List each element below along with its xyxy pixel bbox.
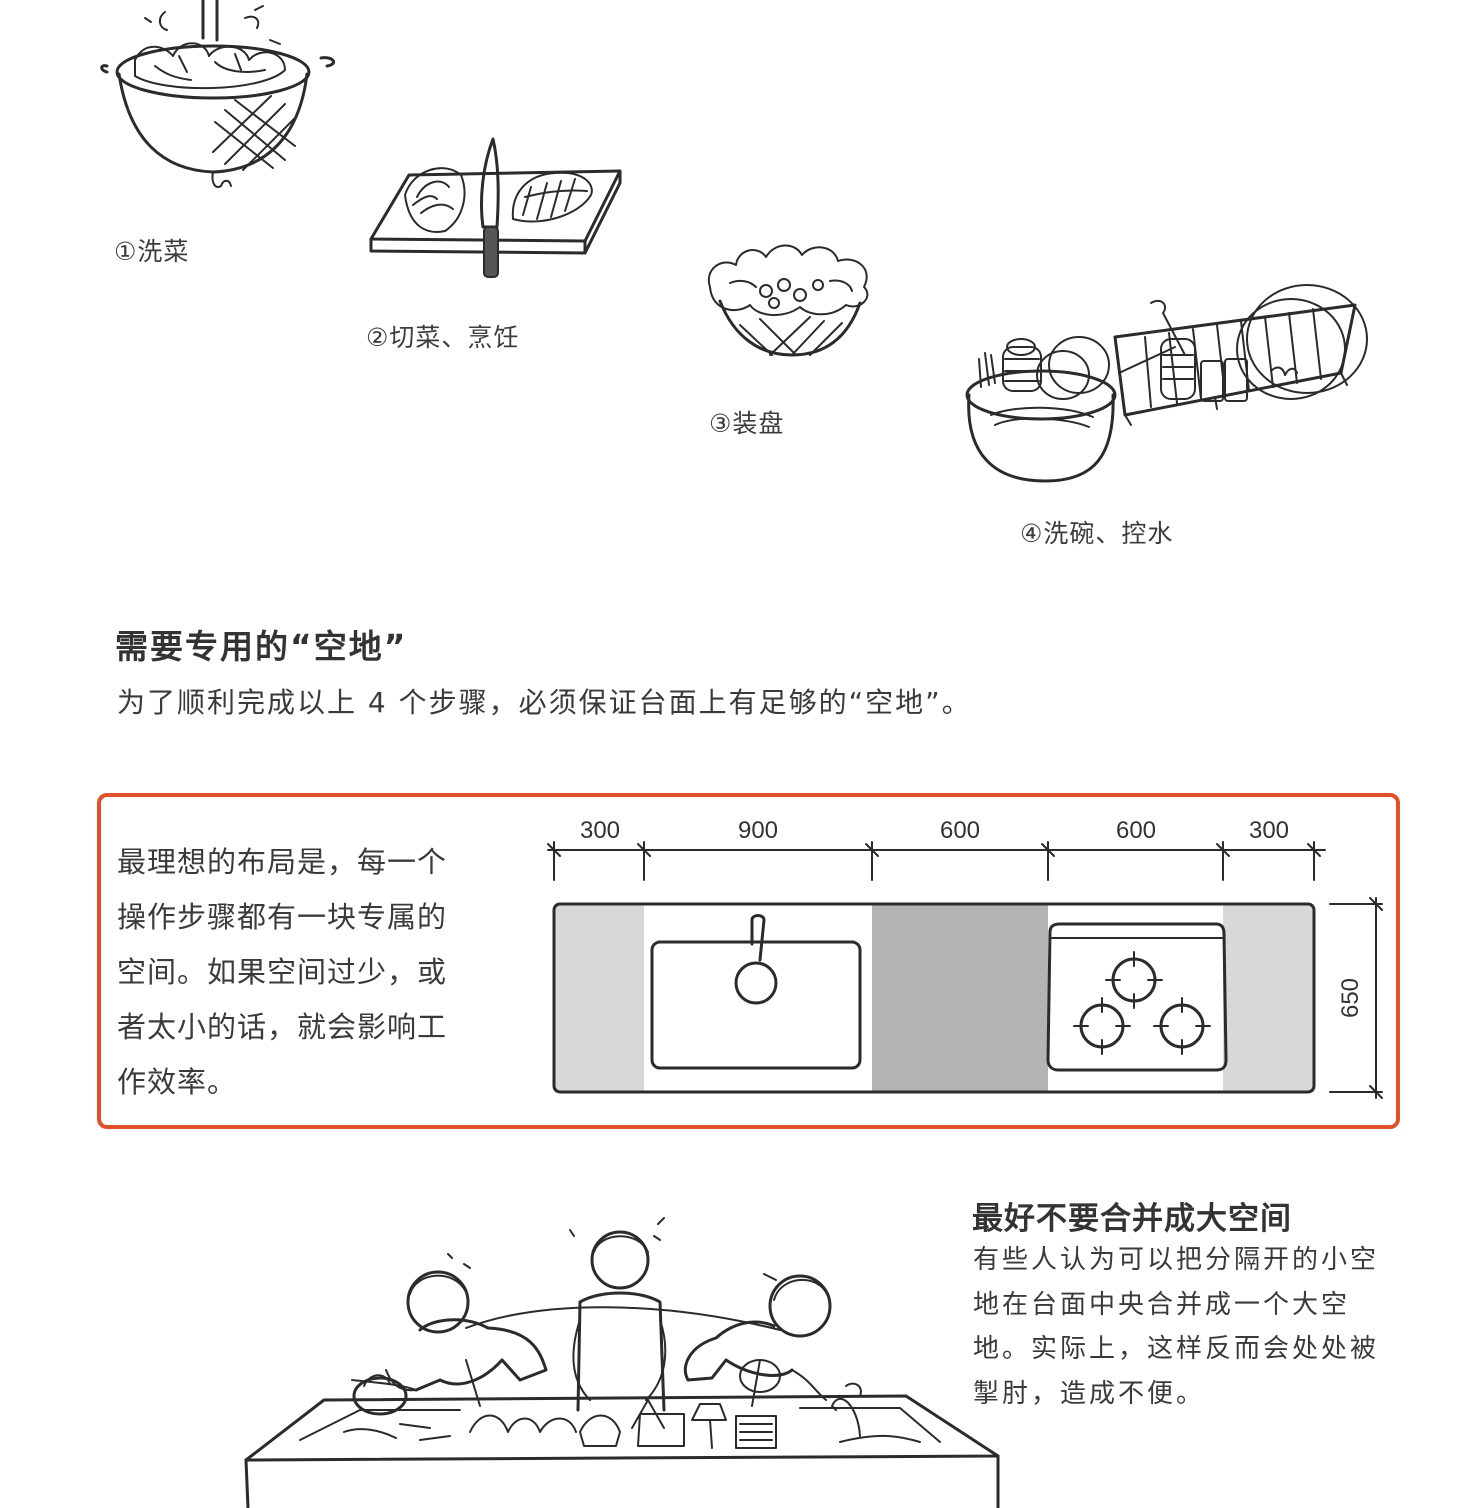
dish-rack-illustration (965, 284, 1368, 483)
dimension-line-width (547, 841, 1326, 881)
side-note-heading: 最好不要合并成大空间 (972, 1201, 1292, 1237)
crowded-kitchen-illustration (244, 1217, 1000, 1508)
layout-description: 最理想的布局是，每一个 操作步骤都有一块专属的 空间。如果空间过少，或 者太小的… (117, 835, 447, 1110)
dimension-label-1: 300 (580, 817, 620, 844)
burner-icon (1073, 997, 1131, 1055)
counter-outline (552, 902, 1316, 1094)
side-note-text: 有些人认为可以把分隔开的小空 地在台面中央合并成一个大空 地。实际上，这样反而会… (973, 1238, 1379, 1416)
salad-bowl-illustration (707, 244, 869, 357)
layout-description-line: 作效率。 (117, 1065, 238, 1099)
side-note-line: 地。实际上，这样反而会处处被 (973, 1334, 1380, 1364)
zone-stove (1048, 904, 1223, 1092)
step-4-label: ④洗碗、控水 (1020, 519, 1174, 548)
section-paragraph: 为了顺利完成以上 4 个步骤，必须保证台面上有足够的“空地”。 (117, 686, 972, 719)
zone-plating-right (1223, 904, 1314, 1092)
side-note-line: 掣肘，造成不便。 (973, 1378, 1206, 1409)
step-2-label: ②切菜、烹饪 (366, 323, 520, 352)
dimension-label-2: 900 (738, 817, 778, 844)
layout-description-line: 者太小的话，就会影响工 (117, 1010, 448, 1044)
dimension-label-3: 600 (940, 817, 980, 844)
layout-description-line: 最理想的布局是，每一个 (117, 845, 448, 879)
zone-cutting (872, 904, 1048, 1092)
stove-top (1046, 922, 1228, 1072)
faucet-drain-icon (734, 961, 778, 1005)
dimension-line-depth (1329, 897, 1383, 1099)
burner-icon (1153, 997, 1211, 1055)
step-3-label: ③装盘 (709, 409, 785, 438)
dimension-label-4: 600 (1116, 817, 1156, 844)
zone-sink (644, 904, 872, 1092)
step-1-label: ①洗菜 (114, 237, 190, 266)
sink-basin (650, 940, 862, 1070)
zone-prep-left (554, 904, 644, 1092)
layout-description-line: 空间。如果空间过少，或 (117, 955, 448, 989)
burner-icon (1105, 951, 1163, 1009)
depth-label: 650 (1337, 978, 1364, 1018)
layout-highlight-box (97, 793, 1400, 1129)
side-note-line: 有些人认为可以把分隔开的小空 (973, 1245, 1380, 1275)
counter-plan-diagram: 300 900 600 600 300 650 (547, 817, 1383, 1099)
side-note-line: 地在台面中央合并成一个大空 (973, 1289, 1351, 1320)
section-heading: 需要专用的“空地” (115, 627, 408, 666)
dimension-label-5: 300 (1249, 817, 1289, 844)
cutting-board-illustration (369, 137, 622, 278)
layout-description-line: 操作步骤都有一块专属的 (117, 900, 448, 934)
washing-colander-illustration (100, 0, 336, 188)
